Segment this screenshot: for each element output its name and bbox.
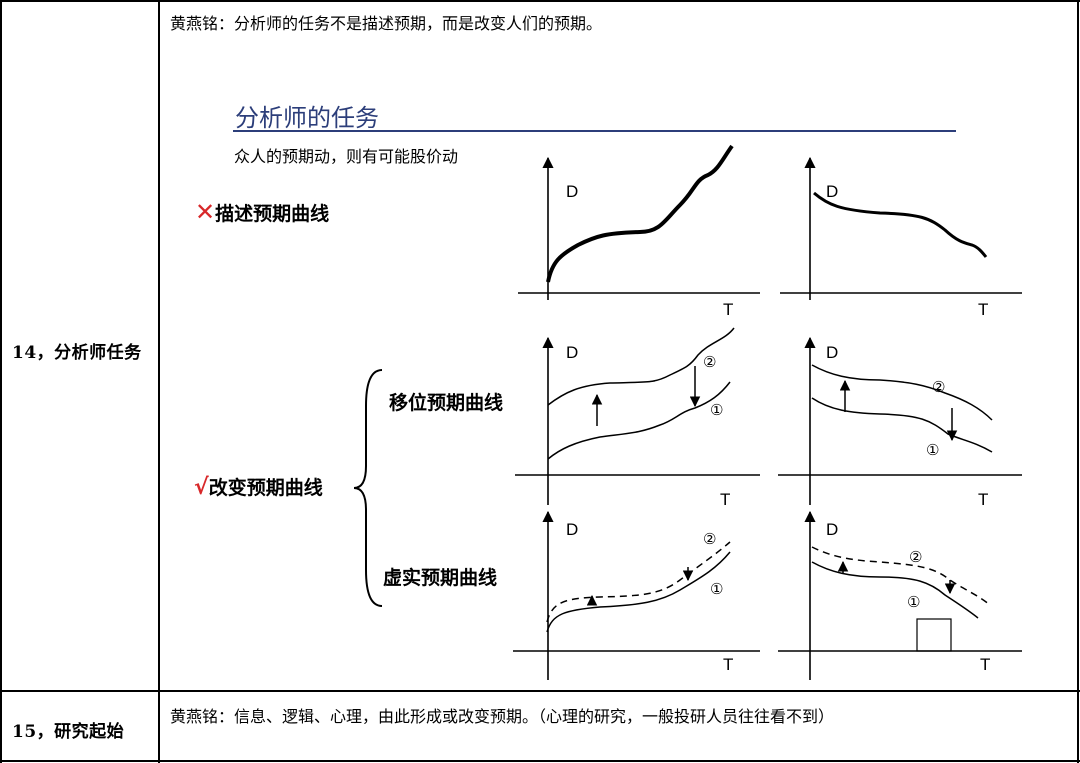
table-border-bottom (0, 760, 1080, 762)
slide-title: 分析师的任务 (235, 104, 379, 132)
shift-curve-label: 移位预期曲线 (389, 392, 504, 414)
g3-curve-1 (547, 381, 731, 460)
table-border-middle (0, 690, 1080, 692)
g5-marker-2: ② (703, 531, 716, 548)
g2-axis-y-label: D (826, 182, 838, 201)
g2-curve (813, 191, 988, 258)
table-border-left (0, 0, 2, 763)
table-border-top (0, 0, 1080, 2)
g1-axis-y-label: D (566, 182, 578, 201)
g3-axis-x-label: T (720, 490, 730, 509)
g4-axis-y-label: D (826, 343, 838, 362)
g6-axis-y-label: D (826, 520, 838, 539)
cross-icon: ✕ (195, 198, 216, 226)
g4-axis-x-label: T (978, 490, 988, 509)
g3-marker-2: ② (703, 354, 716, 371)
table-column-divider (158, 0, 160, 763)
g4-curve-1 (811, 397, 993, 453)
virtual-curve-label: 虚实预期曲线 (383, 567, 498, 589)
g5-curve-2-dashed (546, 541, 731, 623)
table-border-right (1077, 0, 1079, 763)
g6-box (916, 618, 952, 652)
slide-title-rule (233, 130, 956, 132)
row-14-note: 黄燕铭：分析师的任务不是描述预期，而是改变人们的预期。 (170, 14, 603, 33)
row-15-label: 15，研究起始 (12, 722, 125, 742)
check-icon: √ (194, 475, 209, 500)
right-option-label: 改变预期曲线 (208, 477, 323, 499)
wrong-option: ✕描述预期曲线 (195, 198, 329, 226)
g6-curve-2-dashed (811, 546, 991, 606)
g6-axis-x-label: T (980, 655, 990, 674)
g5-axis-y-label: D (566, 520, 578, 539)
g2-axis-x-label: T (978, 300, 988, 319)
g6-marker-2: ② (909, 549, 922, 566)
brace-icon (353, 369, 383, 607)
g5-axis-x-label: T (723, 655, 733, 674)
row-14-label: 14，分析师任务 (12, 343, 142, 363)
row-15-note: 黄燕铭：信息、逻辑、心理，由此形成或改变预期。（心理的研究，一般投研人员往往看不… (170, 707, 835, 726)
g1-curve (546, 144, 734, 283)
g5-curve-1 (546, 551, 731, 633)
right-option: √改变预期曲线 (194, 473, 323, 500)
g5-marker-1: ① (710, 581, 723, 598)
g6-curve-1 (811, 561, 979, 619)
g3-marker-1: ① (710, 402, 723, 419)
slide-subtitle: 众人的预期动，则有可能股价动 (234, 147, 459, 166)
g4-marker-2: ② (932, 379, 945, 396)
g6-marker-1: ① (907, 594, 920, 611)
g4-marker-1: ① (926, 442, 939, 459)
wrong-option-label: 描述预期曲线 (215, 203, 330, 225)
g4-curve-2 (811, 364, 993, 421)
g1-axis-x-label: T (723, 300, 733, 319)
g3-axis-y-label: D (566, 343, 578, 362)
g3-curve-2 (547, 327, 735, 406)
